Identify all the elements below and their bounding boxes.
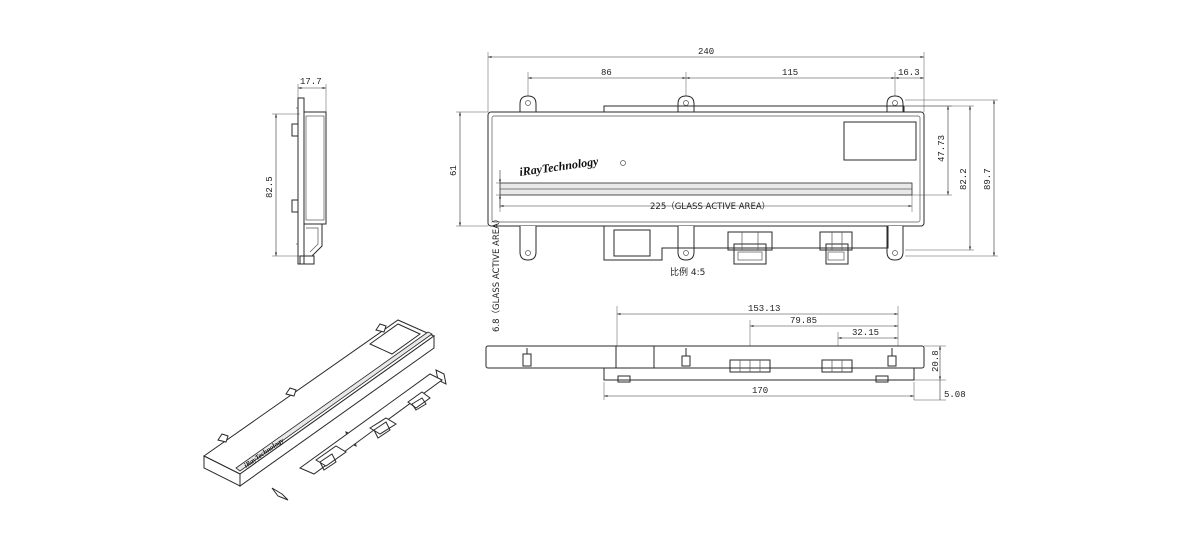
front-body: [487, 111, 925, 227]
connector-1: [727, 231, 773, 265]
dim-82-2: 82.2: [959, 168, 969, 190]
front-view: 240 86 115 16.3 61: [449, 47, 998, 332]
bottom-view: 153.13 79.85 32.15 170: [485, 304, 966, 401]
dim-115: 115: [782, 68, 798, 78]
pcb-chip: [613, 229, 651, 257]
bottom-plate: [485, 345, 925, 369]
dim-16-3: 16.3: [898, 68, 920, 78]
dim-86: 86: [601, 68, 612, 78]
iso-label-box: [369, 323, 421, 355]
scale-label: 比例 4:5: [670, 266, 705, 278]
dim-47-73: 47.73: [937, 135, 947, 162]
dim-active-area: 225（GLASS ACTIVE AREA）: [650, 201, 770, 212]
dim-5-08: 5.08: [944, 390, 966, 400]
dim-side-height: 82.5: [265, 176, 275, 198]
dim-89-7: 89.7: [983, 168, 993, 190]
dim-side-width: 17.7: [300, 77, 322, 87]
dim-79-85: 79.85: [790, 316, 817, 326]
iso-connector-2: [369, 417, 397, 435]
dim-total-width: 240: [698, 47, 714, 57]
mounting-tabs-bottom: [519, 226, 904, 261]
dim-active-height: 6.8（GLASS ACTIVE AREA）: [491, 215, 502, 332]
dim-20-8: 20.8: [931, 350, 941, 372]
dim-32-15: 32.15: [852, 328, 879, 338]
mounting-tabs-top: [519, 95, 904, 112]
iso-connector-1: [315, 445, 347, 467]
isometric-view: iRayTechnology: [203, 319, 447, 501]
iso-glass-strip: [235, 331, 433, 472]
side-view: 17.7 82.5: [265, 77, 327, 265]
connector-2: [819, 231, 853, 265]
dim-height-61: 61: [449, 165, 459, 176]
label-area: [843, 121, 917, 161]
dim-170: 170: [752, 386, 768, 396]
dim-153-13: 153.13: [748, 304, 780, 314]
